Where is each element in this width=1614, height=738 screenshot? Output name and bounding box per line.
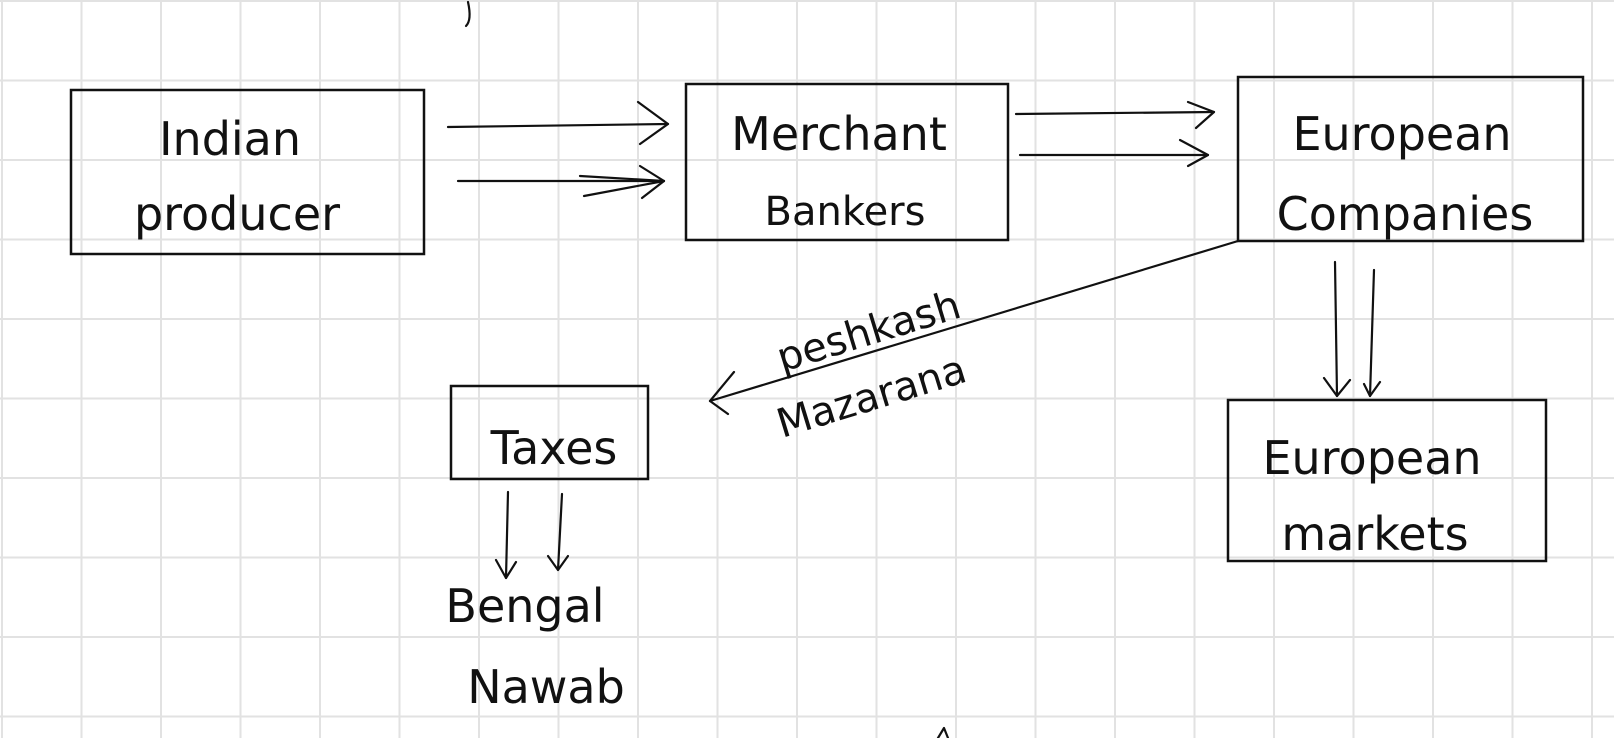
node-label-line1: Taxes: [490, 421, 618, 475]
node-label-line2: producer: [134, 187, 340, 241]
node-box: [449, 384, 650, 481]
top-scribble: [464, 0, 471, 28]
arrow-companies-to-markets: [1322, 260, 1382, 398]
arrow-taxes-to-nawab: [494, 490, 570, 580]
node-bengal-nawab: Bengal Nawab: [445, 579, 624, 714]
arrow-bankers-to-companies: [1014, 100, 1216, 168]
arrow-producer-to-bankers: [446, 100, 670, 200]
bottom-scribble: [936, 726, 950, 738]
edge-label-companies-to-taxes: peshkash Mazarana: [771, 282, 971, 447]
node-box: [1226, 398, 1548, 563]
node-box: [69, 88, 426, 256]
node-label-line1: European: [1262, 431, 1481, 485]
node-label-line2: Bankers: [765, 189, 926, 235]
node-label-line2: Companies: [1277, 187, 1534, 241]
node-european-markets: European markets: [1226, 398, 1548, 563]
node-indian-producer: Indian producer: [69, 88, 426, 256]
node-label-line1: Bengal: [445, 579, 604, 633]
node-box: [684, 82, 1010, 242]
arrow-companies-to-taxes: [708, 239, 1240, 416]
node-label-line2: Nawab: [467, 660, 625, 714]
node-label-line1: Merchant: [731, 107, 947, 161]
node-taxes: Taxes: [449, 384, 650, 481]
node-label-line1: European: [1292, 107, 1511, 161]
node-european-companies: European Companies: [1236, 75, 1585, 243]
node-box: [1236, 75, 1585, 243]
node-label-line1: Indian: [159, 112, 301, 166]
node-label-line2: markets: [1281, 507, 1468, 561]
node-merchant-bankers: Merchant Bankers: [684, 82, 1010, 242]
